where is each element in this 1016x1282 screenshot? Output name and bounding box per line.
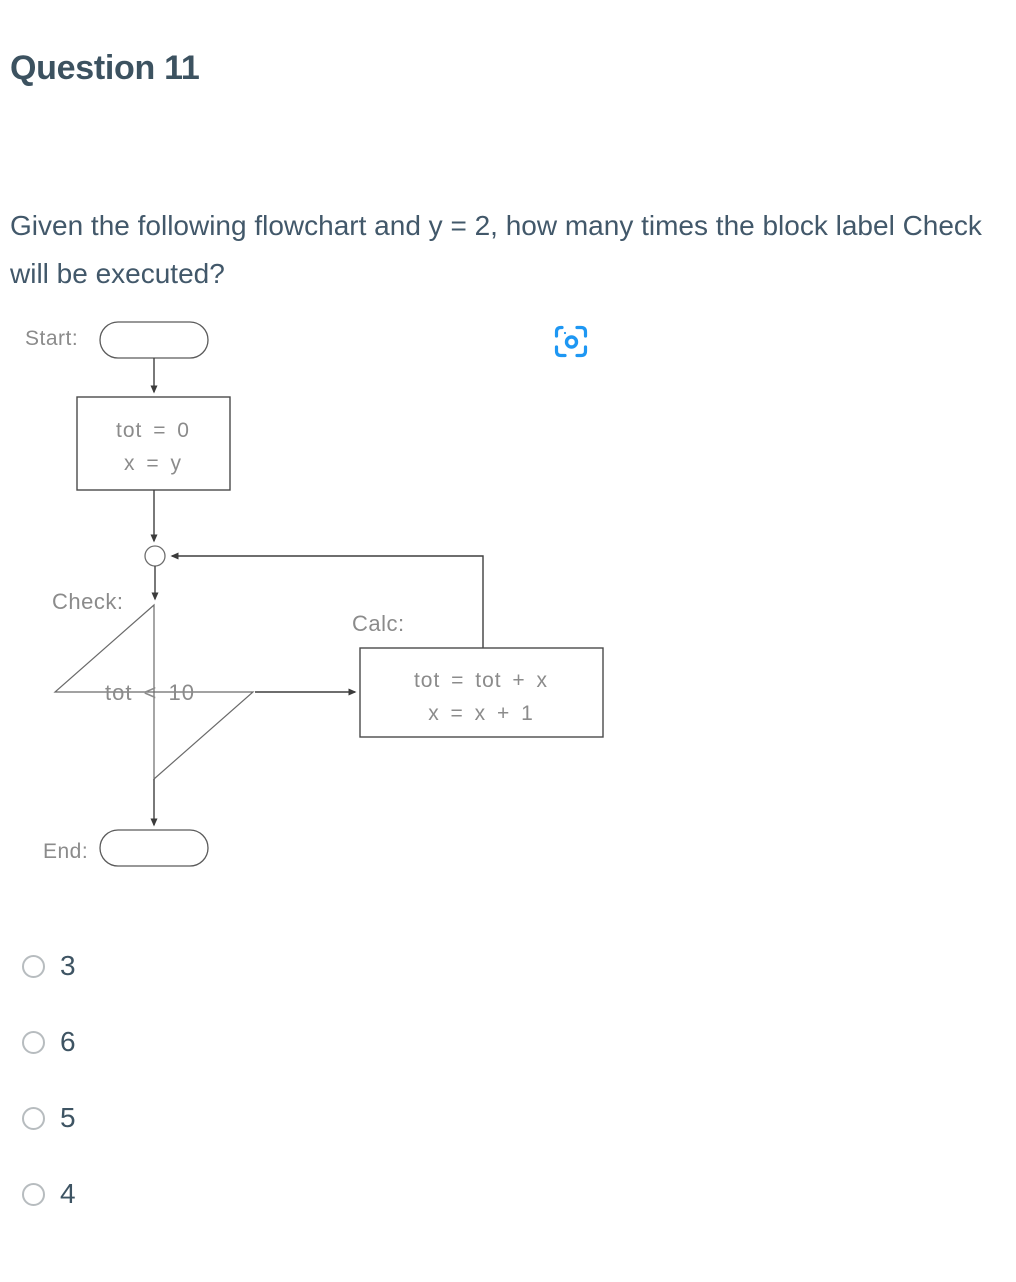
option-row-1[interactable]: 3	[22, 951, 422, 981]
flow-loop-line	[170, 552, 484, 649]
start-terminator	[99, 321, 209, 359]
capture-dot	[563, 331, 567, 335]
question-text: Given the following flowchart and y = 2,…	[10, 210, 982, 289]
check-condition: tot < 10	[105, 680, 195, 705]
calc-line2: x = x + 1	[428, 702, 534, 725]
calc-label: Calc:	[352, 611, 405, 636]
init-line1: tot = 0	[116, 419, 190, 442]
option-row-4[interactable]: 4	[22, 1179, 422, 1209]
start-label: Start:	[25, 327, 78, 350]
flowchart-image: Start: tot = 0 x = y Check: tot < 10 Cal…	[10, 315, 630, 880]
init-line2: x = y	[124, 452, 182, 475]
radio-button-option-1[interactable]	[22, 954, 45, 978]
question-title: Question 11	[10, 48, 200, 87]
check-decision-diamond	[53, 603, 255, 781]
check-label: Check:	[52, 589, 123, 614]
end-terminator	[99, 829, 209, 867]
capture-lens-circle	[564, 335, 579, 349]
bracket-bottom-left	[554, 345, 567, 358]
option-label-2[interactable]: 6	[60, 1026, 76, 1057]
answer-options: 3 6 5 4	[22, 951, 422, 1255]
option-label-3[interactable]: 5	[60, 1102, 76, 1133]
bracket-top-left	[554, 325, 564, 338]
option-row-2[interactable]: 6	[22, 1027, 422, 1057]
option-label-4[interactable]: 4	[60, 1178, 76, 1209]
calc-process-box	[359, 647, 604, 738]
radio-button-option-2[interactable]	[22, 1030, 45, 1054]
end-label: End:	[43, 840, 88, 863]
init-process-box	[76, 396, 231, 491]
option-label-1[interactable]: 3	[60, 950, 76, 981]
bracket-bottom-right	[575, 345, 588, 358]
calc-line1: tot = tot + x	[414, 669, 548, 692]
option-row-3[interactable]: 5	[22, 1103, 422, 1133]
bracket-top-right	[575, 325, 588, 338]
radio-button-option-3[interactable]	[22, 1106, 45, 1130]
radio-button-option-4[interactable]	[22, 1182, 45, 1206]
connector-circle	[144, 545, 166, 567]
screen-capture-icon[interactable]	[552, 323, 590, 361]
